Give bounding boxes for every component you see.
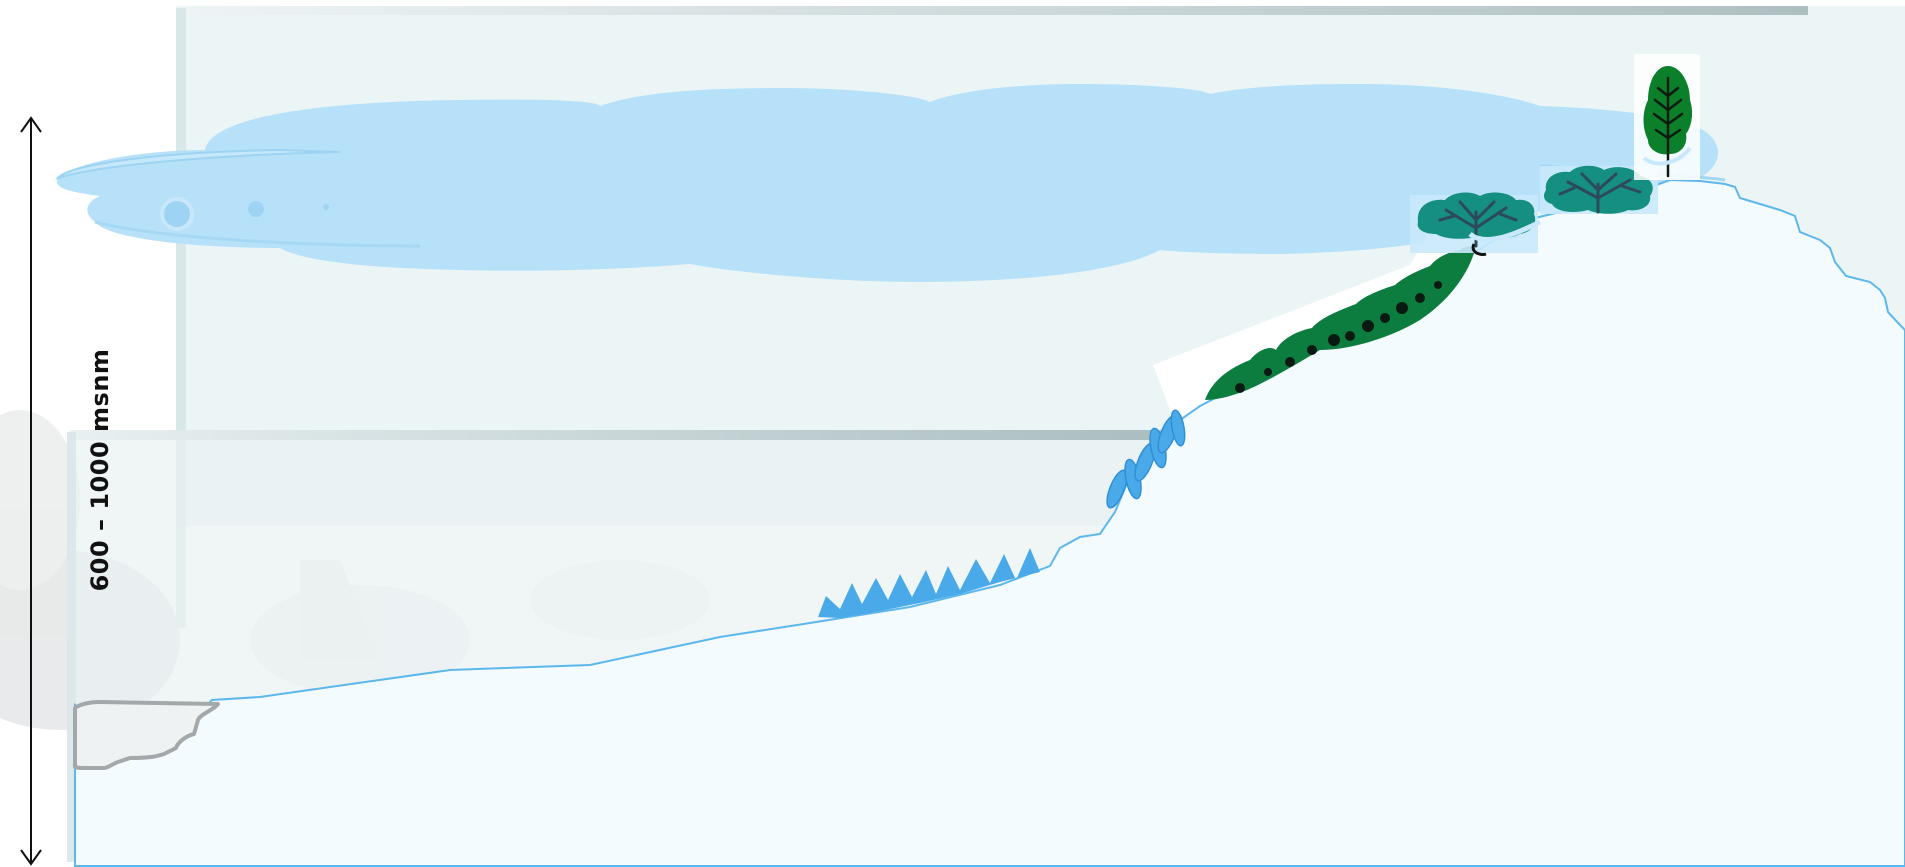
water-drops-icon: [160, 197, 329, 231]
spiky-grass-icon: [818, 548, 1040, 618]
tall-tree-icon: [1634, 54, 1700, 180]
forest-strip-icon: [1205, 246, 1476, 400]
rock-outline-icon: [73, 700, 220, 770]
leafy-plant-icon: [1106, 409, 1186, 509]
elevation-range-label: 600 – 1000 msnm: [86, 348, 114, 592]
elevation-arrow-icon: [20, 116, 42, 866]
spreading-tree-icon: [1410, 192, 1542, 256]
